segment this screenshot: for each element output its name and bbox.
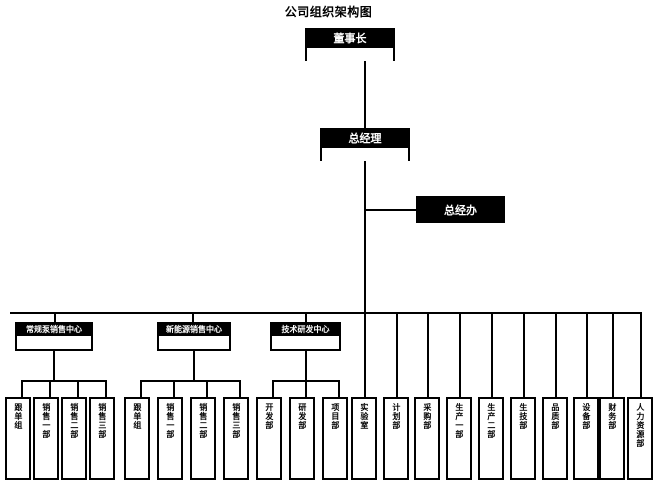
drop-leaf-12 (396, 312, 398, 398)
leaf-18[interactable]: 设备部 (573, 397, 599, 480)
leaf-5-label: 销售一部 (165, 403, 175, 439)
node-general-manager-body (322, 147, 408, 162)
drop-leaf-11 (364, 312, 366, 398)
leaf-6-label: 销售二部 (198, 403, 208, 439)
drop-leaf-19 (612, 312, 614, 398)
leaf-16[interactable]: 生技部 (510, 397, 536, 480)
leaf-15-label: 生产二部 (486, 403, 496, 439)
leaf-0-label: 跟单组 (13, 403, 23, 430)
connector-bus-to-center-2 (305, 312, 307, 323)
sub-bus-center-1 (140, 380, 240, 382)
drop-leaf-3 (105, 380, 107, 398)
drop-leaf-8 (272, 380, 274, 398)
drop-leaf-4 (140, 380, 142, 398)
node-center-2[interactable]: 技术研发中心 (270, 322, 341, 351)
leaf-15[interactable]: 生产二部 (478, 397, 504, 480)
leaf-8[interactable]: 开发部 (256, 397, 282, 480)
drop-leaf-16 (523, 312, 525, 398)
node-chairman-body (307, 47, 393, 62)
leaf-3[interactable]: 销售三部 (89, 397, 115, 480)
leaf-8-label: 开发部 (264, 403, 274, 430)
connector-bus-to-center-1 (192, 312, 194, 323)
connector-bus-to-center-0 (54, 312, 56, 323)
node-chairman[interactable]: 董事长 (305, 28, 395, 62)
drop-leaf-17 (555, 312, 557, 398)
connector-center-0-down (53, 351, 55, 381)
leaf-18-label: 设备部 (581, 403, 591, 430)
leaf-13[interactable]: 采购部 (414, 397, 440, 480)
connector-gm-to-gm-office (364, 209, 416, 211)
node-center-0-body (17, 336, 91, 349)
leaf-13-label: 采购部 (422, 403, 432, 430)
drop-leaf-18 (586, 312, 588, 398)
leaf-4[interactable]: 跟单组 (124, 397, 150, 480)
leaf-9-label: 研发部 (297, 403, 307, 430)
node-general-manager-label: 总经理 (322, 130, 408, 148)
leaf-20-label: 人力资源部 (635, 403, 645, 448)
leaf-11[interactable]: 实验室 (351, 397, 377, 480)
leaf-16-label: 生技部 (518, 403, 528, 430)
node-center-0[interactable]: 常规泵销售中心 (15, 322, 93, 351)
leaf-11-label: 实验室 (359, 403, 369, 430)
drop-leaf-1 (49, 380, 51, 398)
leaf-4-label: 跟单组 (132, 403, 142, 430)
node-chairman-label: 董事长 (307, 30, 393, 48)
drop-leaf-5 (173, 380, 175, 398)
node-center-0-label: 常规泵销售中心 (17, 324, 91, 337)
node-center-1-label: 新能源销售中心 (159, 324, 229, 337)
leaf-7-label: 销售三部 (231, 403, 241, 439)
leaf-5[interactable]: 销售一部 (157, 397, 183, 480)
leaf-19-label: 财务部 (607, 403, 617, 430)
leaf-2-label: 销售二部 (69, 403, 79, 439)
drop-leaf-10 (338, 380, 340, 398)
drop-leaf-20 (640, 312, 642, 398)
leaf-7[interactable]: 销售三部 (223, 397, 249, 480)
leaf-10-label: 项目部 (330, 403, 340, 430)
drop-leaf-14 (459, 312, 461, 398)
node-center-1[interactable]: 新能源销售中心 (157, 322, 231, 351)
leaf-12[interactable]: 计划部 (383, 397, 409, 480)
drop-leaf-13 (427, 312, 429, 398)
drop-leaf-6 (206, 380, 208, 398)
connector-center-1-down (193, 351, 195, 381)
leaf-14[interactable]: 生产一部 (446, 397, 472, 480)
leaf-10[interactable]: 项目部 (322, 397, 348, 480)
leaf-17-label: 品质部 (550, 403, 560, 430)
page-title: 公司组织架构图 (284, 5, 373, 19)
leaf-1[interactable]: 销售一部 (33, 397, 59, 480)
leaf-17[interactable]: 品质部 (542, 397, 568, 480)
sub-bus-center-0 (21, 380, 106, 382)
node-general-manager[interactable]: 总经理 (320, 128, 410, 162)
node-gm-office[interactable]: 总经办 (416, 196, 505, 223)
drop-leaf-15 (491, 312, 493, 398)
leaf-19[interactable]: 财务部 (599, 397, 625, 480)
leaf-1-label: 销售一部 (41, 403, 51, 439)
drop-leaf-7 (239, 380, 241, 398)
leaf-20[interactable]: 人力资源部 (627, 397, 653, 480)
node-center-2-body (272, 336, 339, 349)
leaf-12-label: 计划部 (391, 403, 401, 430)
leaf-6[interactable]: 销售二部 (190, 397, 216, 480)
leaf-9[interactable]: 研发部 (289, 397, 315, 480)
leaf-0[interactable]: 跟单组 (5, 397, 31, 480)
connector-chairman-to-gm (364, 61, 366, 130)
main-bus (10, 312, 641, 314)
drop-leaf-2 (77, 380, 79, 398)
node-center-1-body (159, 336, 229, 349)
connector-center-2-down (305, 351, 307, 381)
leaf-14-label: 生产一部 (454, 403, 464, 439)
drop-leaf-9 (305, 380, 307, 398)
leaf-3-label: 销售三部 (97, 403, 107, 439)
leaf-2[interactable]: 销售二部 (61, 397, 87, 480)
connector-gm-trunk (364, 161, 366, 313)
drop-leaf-0 (21, 380, 23, 398)
node-center-2-label: 技术研发中心 (272, 324, 339, 337)
